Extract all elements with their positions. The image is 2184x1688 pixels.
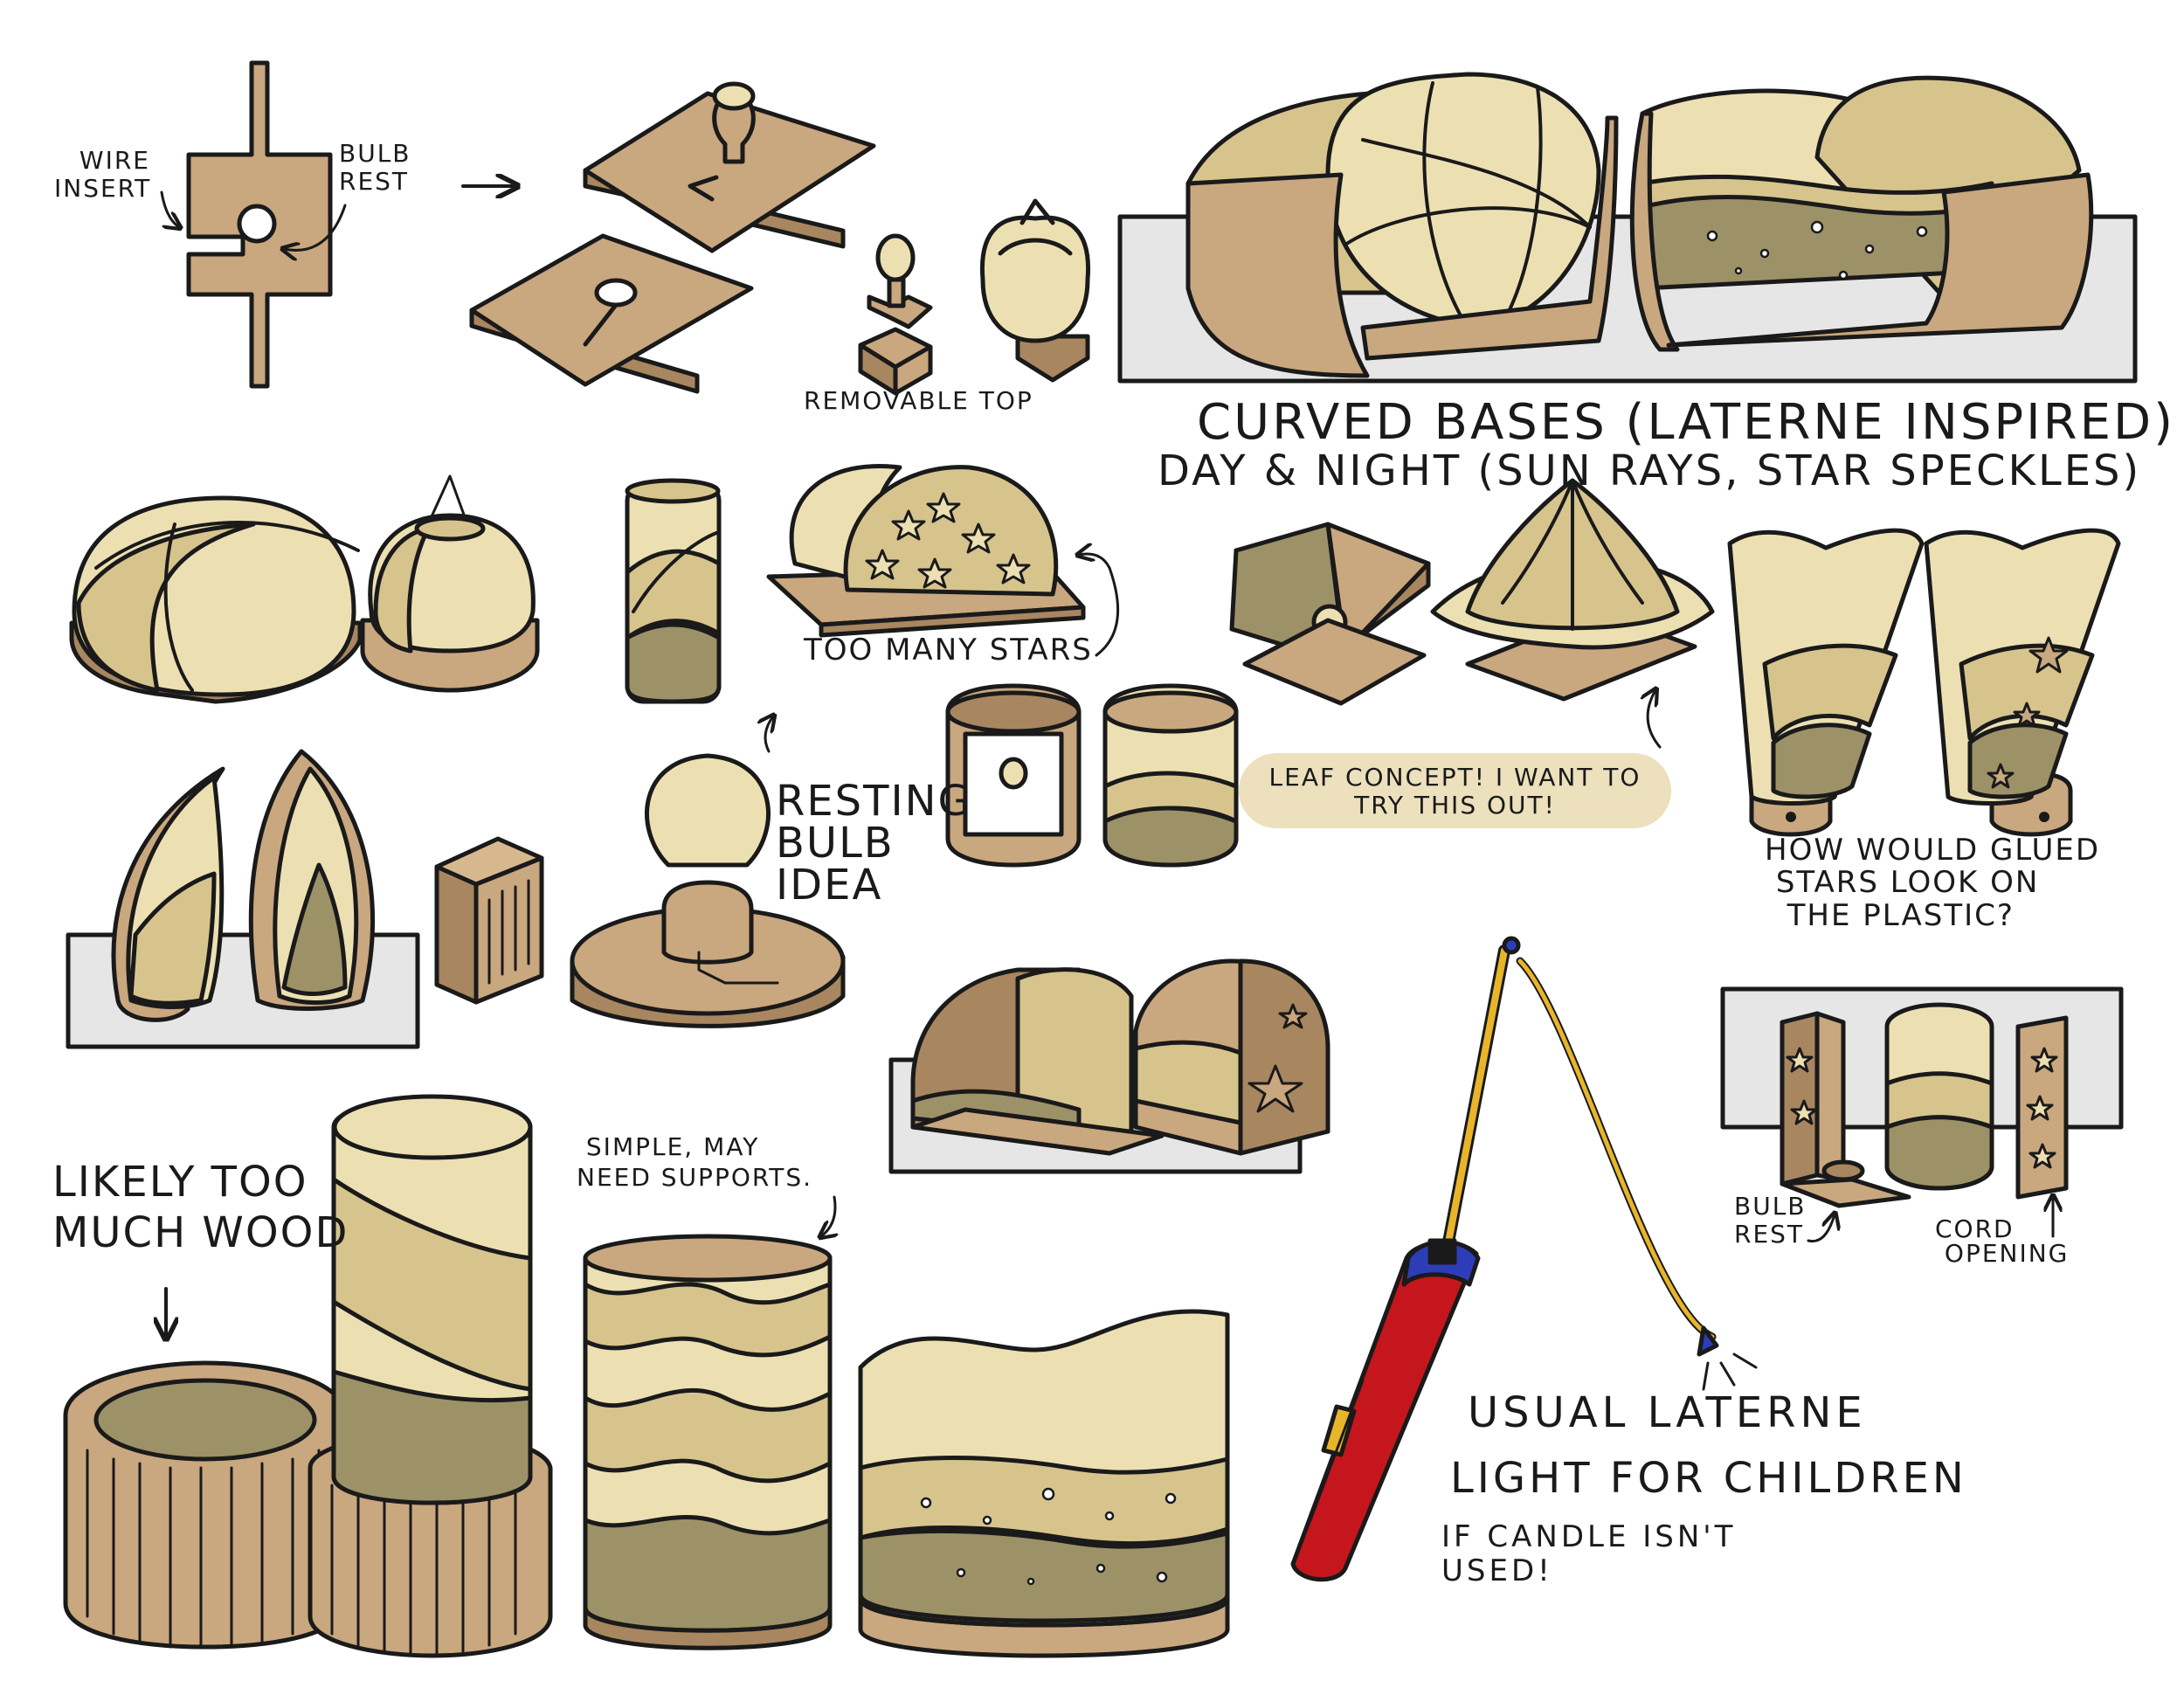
cone-lantern-stars: [1924, 528, 2121, 837]
arch-lantern-waves: [910, 967, 1165, 1156]
wave-cylinder-panel: [1884, 1002, 1994, 1191]
glued-stars-question: HOW WOULD GLUED STARS LOOK ON THE PLASTI…: [1765, 833, 2101, 933]
small-cylinder-closed: [1102, 683, 1239, 868]
cylinder-lantern-tall: [625, 478, 722, 704]
removable-top-lantern: [979, 198, 1091, 383]
resting-bulb-arrow: [765, 716, 773, 753]
wavy-cylinder-lantern: [583, 1234, 833, 1650]
childrens-laterne-light-stick: [1290, 936, 1758, 1582]
star-dome-lantern: [766, 464, 1086, 638]
leaf-lantern-base: [1229, 522, 1431, 706]
cord-opening-label: CORD OPENING: [1935, 1214, 2070, 1268]
arch-lantern-stars: [1133, 958, 1330, 1156]
cone-lantern-plain: [1727, 528, 1925, 837]
leaf-lantern-open: [1430, 478, 1715, 702]
wire-insert-arrow: [160, 190, 179, 227]
curved-bases-title: CURVED BASES (LATERNE INSPIRED): [1197, 394, 2175, 451]
leaf-lantern-pair: [111, 749, 376, 1022]
leaf-concept-note-pill: [1239, 753, 1671, 828]
tall-cylinder-on-ribbed-base: [308, 1094, 553, 1658]
wavy-sand-lantern: [858, 1309, 1230, 1658]
bulb-rest-bottom-arrow: [1807, 1214, 1835, 1243]
removable-top-bulb-holder: [858, 233, 933, 396]
light-for-children-label: LIGHT FOR CHILDREN: [1450, 1454, 1967, 1503]
bulb-rest-arrow: [284, 204, 347, 250]
small-wood-box-lantern: [434, 836, 544, 1005]
bulb-rest-panel: [1780, 1011, 1911, 1208]
removable-top-label: REMOVABLE TOP: [804, 386, 1033, 415]
resting-bulb-base: [570, 753, 846, 1028]
leaf-concept-arrow: [1648, 690, 1662, 749]
small-cylinder-open: [945, 683, 1082, 868]
round-lantern-hanging: [360, 474, 540, 693]
too-many-stars-arrow: [1079, 554, 1120, 657]
split-plate-with-hole: [469, 233, 754, 394]
split-plate-with-bulb: [583, 81, 876, 253]
ribbed-wood-cup: [63, 1360, 348, 1650]
too-many-stars-label: TOO MANY STARS: [804, 633, 1093, 668]
simple-supports-arrow: [821, 1195, 835, 1236]
curved-base-sun-rays: [1185, 72, 1619, 378]
bulb-rest-plate-diagram: [186, 60, 333, 389]
day-night-subtitle: DAY & NIGHT (SUN RAYS, STAR SPECKLES): [1158, 446, 2142, 495]
cord-opening-panel: [2015, 1015, 2069, 1200]
curved-base-star-speckles: [1629, 75, 2094, 352]
usual-laterne-label: USUAL LATERNE: [1468, 1388, 1867, 1437]
round-lantern-sphere: [69, 495, 363, 704]
